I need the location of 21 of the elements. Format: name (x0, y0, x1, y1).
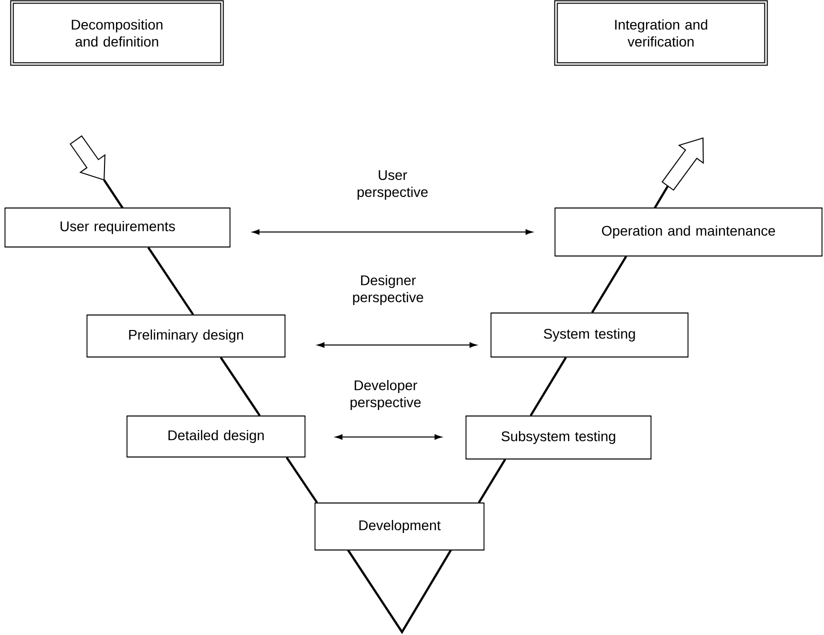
double-arrow (252, 229, 533, 235)
edge-label: Developer perspective (350, 380, 421, 410)
edge-label: User perspective (358, 170, 428, 200)
v-line (286, 456, 318, 504)
phase-box: Decomposition and definition (10, 0, 224, 66)
process-box: Preliminary design (86, 314, 286, 358)
process-box: User requirements (4, 208, 230, 248)
v-line (591, 256, 628, 314)
process-box: Operation and maintenance (554, 208, 822, 256)
double-arrow (317, 342, 477, 348)
process-box: Detailed design (126, 416, 306, 458)
process-box: Subsystem testing (466, 416, 652, 460)
phase-box: Integration and verification (554, 0, 768, 66)
v-line (530, 356, 567, 416)
v-line (478, 458, 506, 504)
double-arrow (335, 434, 442, 440)
edge-label: Designer perspective (353, 274, 424, 306)
process-box: Development (314, 502, 484, 550)
process-box: System testing (490, 312, 688, 358)
v-line (220, 356, 261, 416)
v-line (147, 246, 194, 316)
